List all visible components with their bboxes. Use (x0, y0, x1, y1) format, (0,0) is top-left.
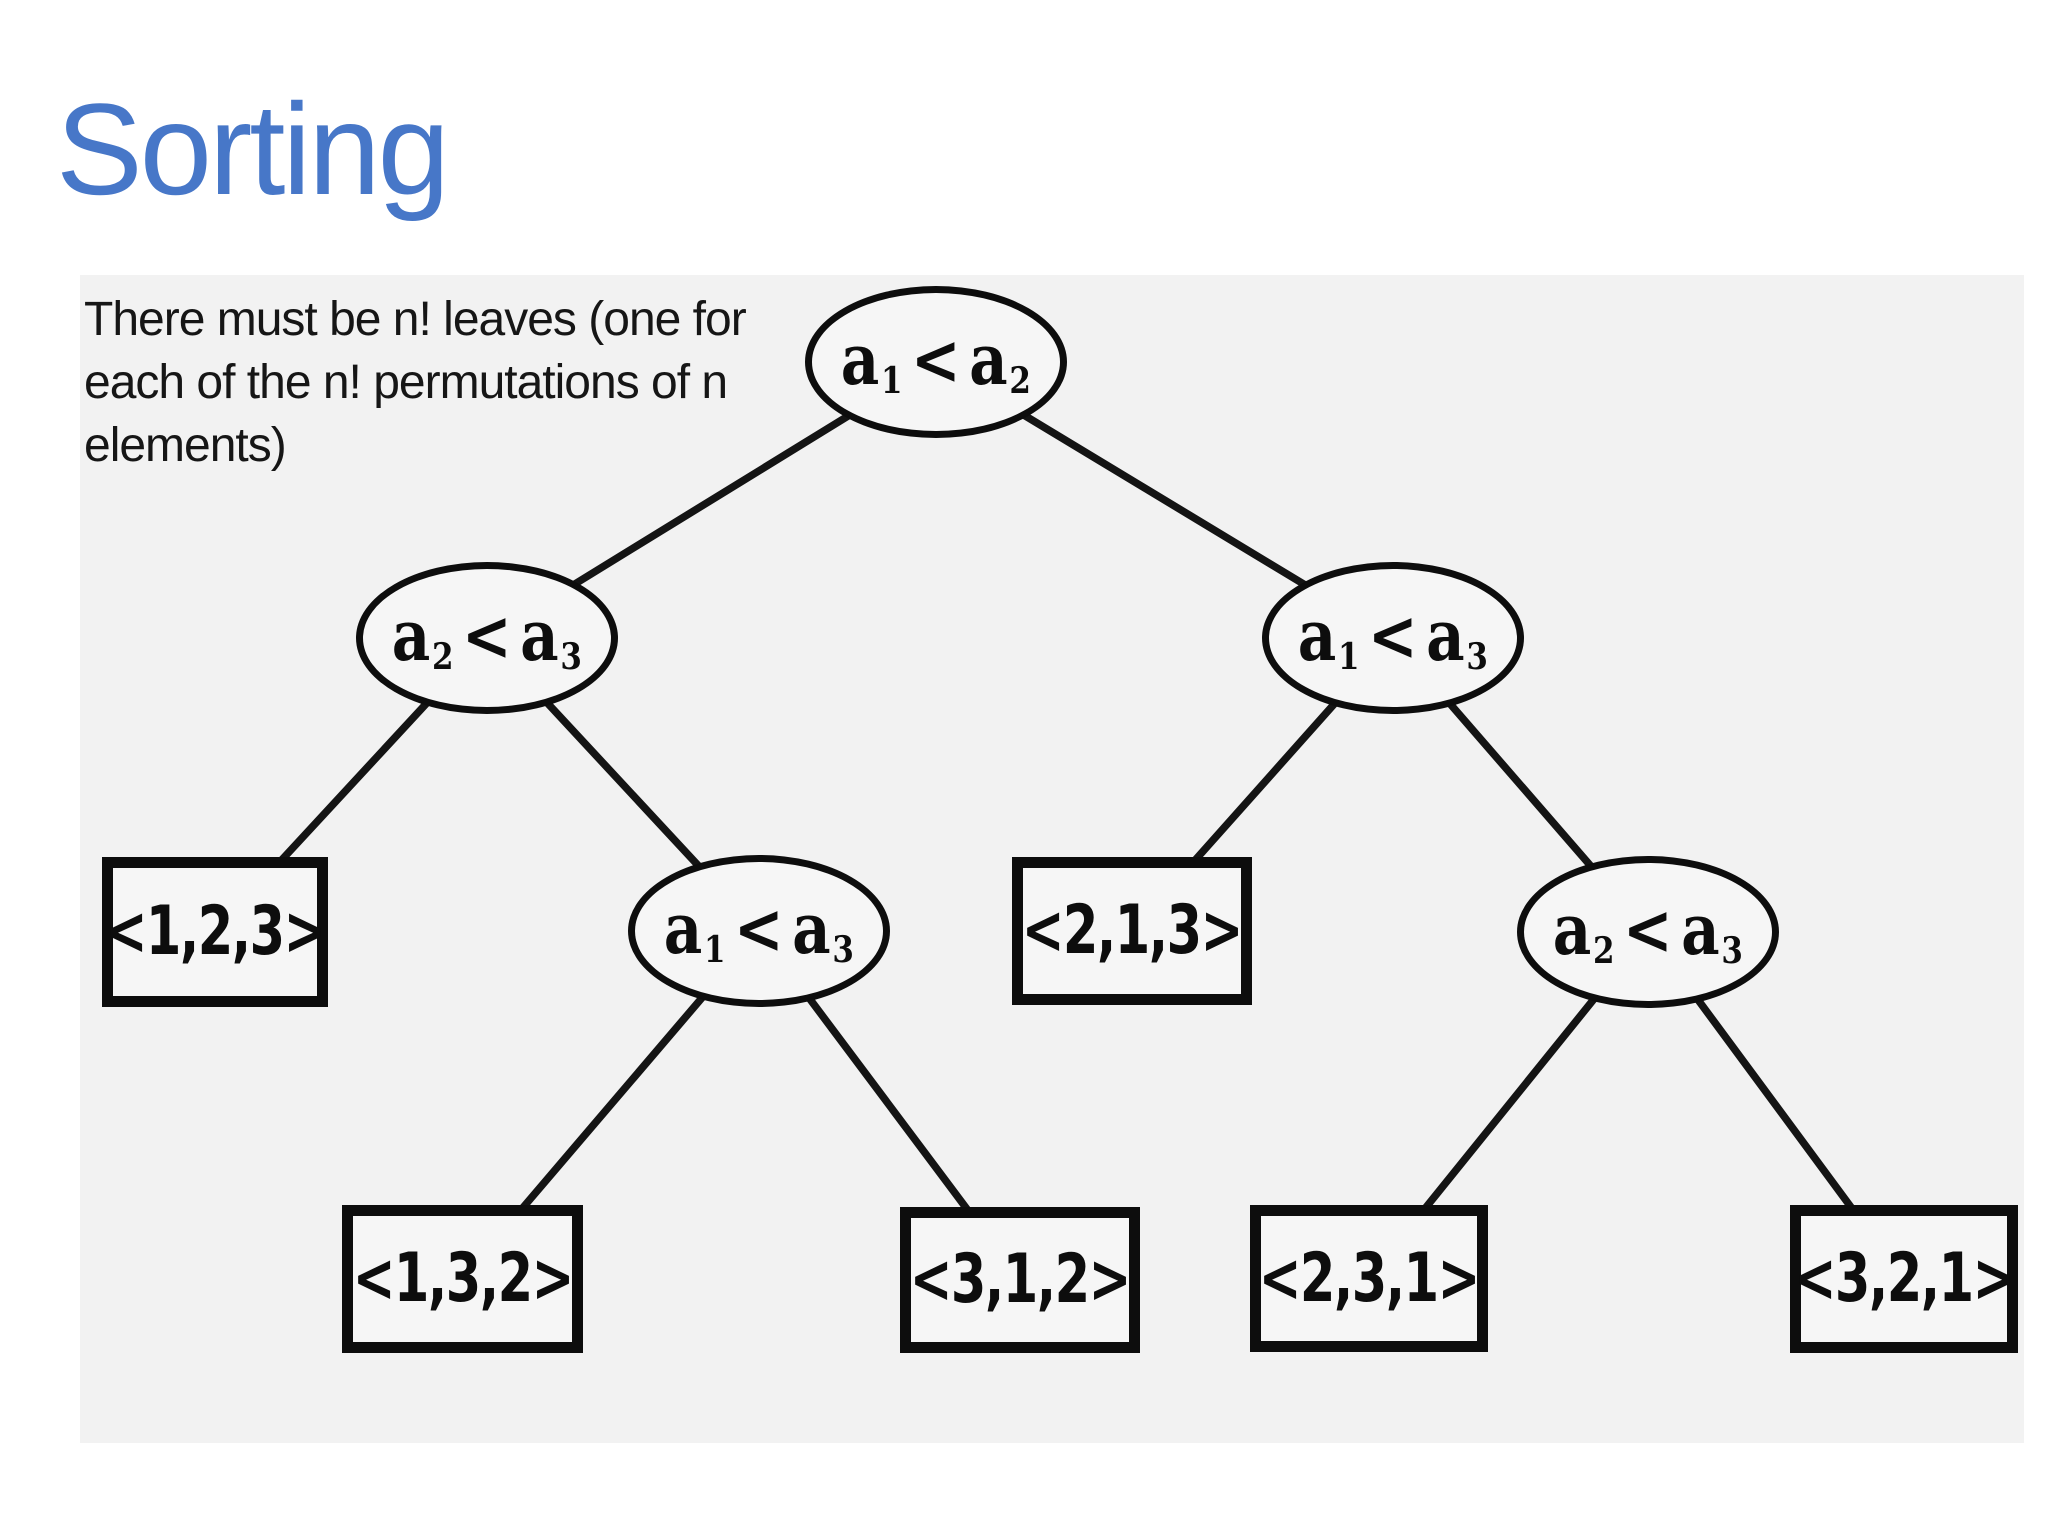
annotation-line: There must be n! leaves (one for (84, 293, 747, 346)
decision-node-left: a2<a3 (356, 562, 618, 714)
leaf-node: <2,1,3> (1012, 857, 1252, 1005)
decision-node-label: a2<a3 (391, 593, 583, 678)
decision-node-right-right: a2<a3 (1517, 856, 1779, 1008)
leaf-node: <3,1,2> (900, 1207, 1140, 1353)
leaf-node-label: <3,1,2> (909, 1240, 1132, 1319)
page-title: Sorting (56, 76, 450, 222)
leaf-node: <1,2,3> (102, 857, 328, 1007)
decision-node-right: a1<a3 (1262, 562, 1524, 714)
leaf-node-label: <3,2,1> (1793, 1239, 2016, 1318)
annotation-line: elements) (84, 419, 287, 472)
leaf-node: <3,2,1> (1790, 1205, 2018, 1353)
decision-node-root: a1<a2 (805, 286, 1067, 438)
decision-node-label: a1<a3 (663, 886, 855, 971)
decision-node-label: a1<a2 (840, 317, 1032, 402)
leaf-node-label: <1,2,3> (104, 892, 327, 971)
annotation-line: each of the n! permutations of n (84, 356, 728, 409)
leaf-node-label: <1,3,2> (352, 1239, 574, 1318)
leaf-node-label: <2,1,3> (1021, 891, 1244, 970)
annotation-text: There must be n! leaves (one for each of… (84, 288, 804, 477)
leaf-node: <2,3,1> (1250, 1205, 1488, 1352)
decision-node-label: a1<a3 (1297, 593, 1489, 678)
leaf-node-label: <2,3,1> (1258, 1238, 1481, 1318)
decision-node-label: a2<a3 (1552, 887, 1744, 972)
leaf-node: <1,3,2> (342, 1205, 583, 1353)
decision-node-left-right: a1<a3 (628, 855, 890, 1007)
